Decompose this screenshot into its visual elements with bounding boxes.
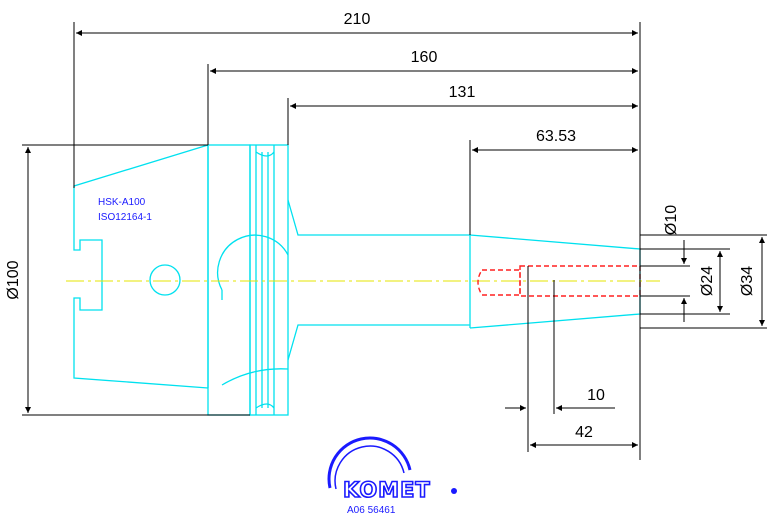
dim-10-length: 10 <box>587 387 605 404</box>
bore-small <box>477 269 521 296</box>
neck-upper <box>287 199 470 236</box>
dim-42: 42 <box>575 424 593 441</box>
standard-label-line2: ISO12164-1 <box>98 212 152 223</box>
dim-dia-24: Ø24 <box>699 266 716 296</box>
bore-hidden-lines <box>477 265 641 297</box>
dim-dia-34: Ø34 <box>739 266 756 296</box>
gripper-groove-section <box>249 144 289 416</box>
hsk-taper-shank <box>73 144 209 389</box>
dim-63-53: 63.53 <box>536 128 576 145</box>
part-number: A06 56461 <box>347 505 396 516</box>
groove-arc-top <box>255 151 275 157</box>
logo-dot <box>451 488 457 494</box>
notch-lower-curve <box>221 368 289 386</box>
bore-large <box>519 265 641 297</box>
tool-outline <box>73 144 641 416</box>
komet-logo: KOMET <box>327 436 457 503</box>
dim-131: 131 <box>449 84 476 101</box>
logo-arc-inner <box>334 445 405 490</box>
dimensions: 210 160 131 63.53 Ø100 Ø10 Ø24 <box>5 11 767 460</box>
dim-160: 160 <box>411 49 438 66</box>
logo-brand-text: KOMET <box>343 478 431 502</box>
logo-arc-outer <box>327 436 412 489</box>
dim-dia-100: Ø100 <box>5 260 22 299</box>
groove-arc-bottom <box>255 403 275 409</box>
dim-210: 210 <box>344 11 371 28</box>
standard-label-line1: HSK-A100 <box>98 197 146 208</box>
orientation-notch-arc <box>217 234 289 291</box>
neck-lower <box>287 324 470 361</box>
dim-dia-10: Ø10 <box>663 205 680 235</box>
drive-slot-circle <box>149 264 181 296</box>
